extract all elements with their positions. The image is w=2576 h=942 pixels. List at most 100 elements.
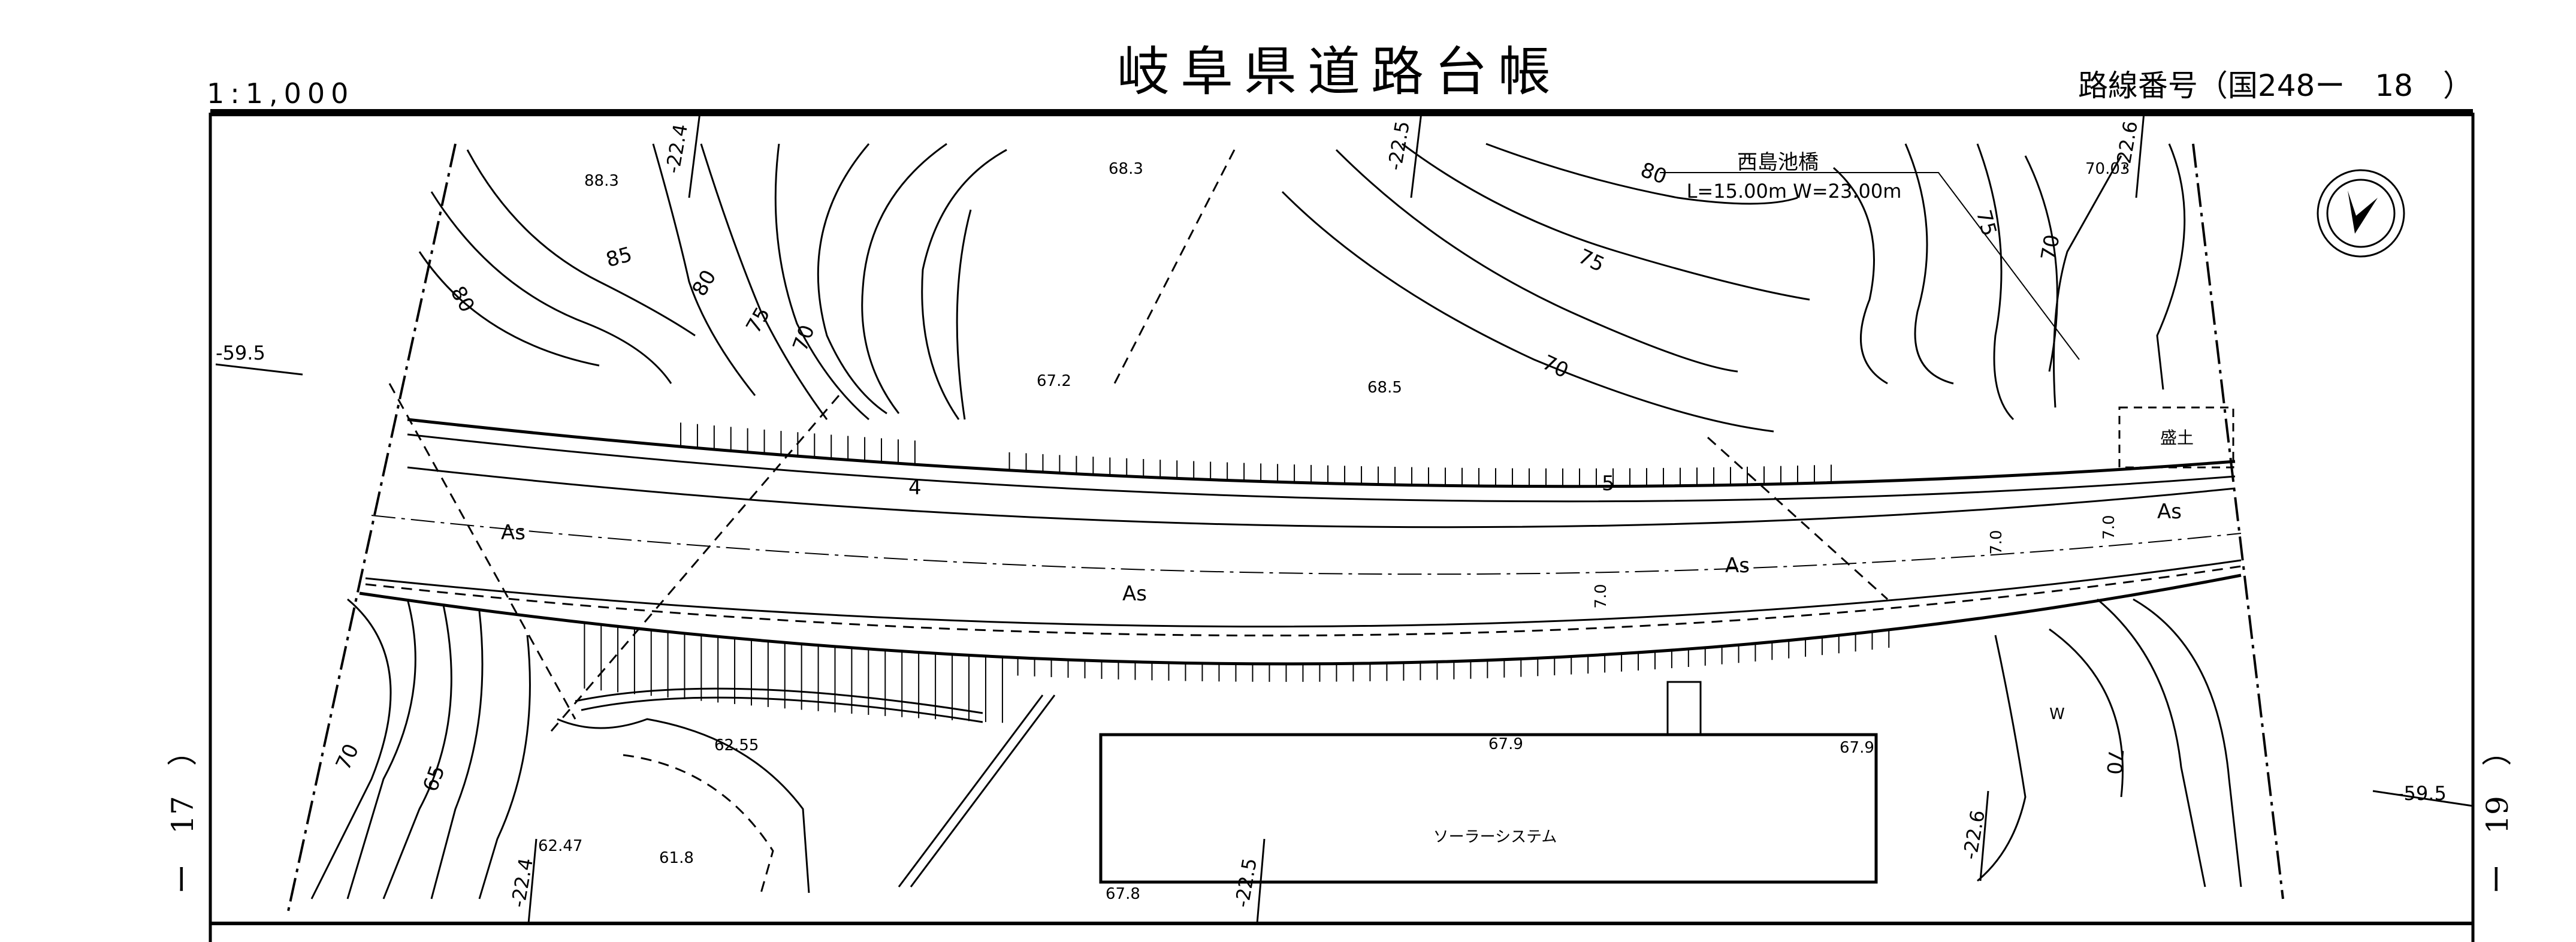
grid-label: -59.5 bbox=[216, 342, 265, 364]
bridge-name: 西島池橋 bbox=[1737, 150, 1819, 174]
road-lane-line bbox=[407, 466, 2236, 529]
elevation: 62.47 bbox=[538, 837, 582, 855]
grid-label: -22.5 bbox=[1230, 856, 1261, 909]
contour-line bbox=[1833, 167, 1888, 385]
north-arrow-icon bbox=[2317, 169, 2405, 258]
elevation: 61.8 bbox=[659, 849, 694, 867]
crossing-dashed-line bbox=[388, 383, 576, 720]
section-number: 5 bbox=[1602, 472, 1615, 496]
contour-line bbox=[1485, 143, 1798, 205]
contour-line bbox=[921, 149, 1007, 420]
contour-label: 70 bbox=[1539, 351, 1572, 384]
elevation: 88.3 bbox=[584, 172, 619, 190]
surface-label: As bbox=[1725, 554, 1750, 578]
road-centerline bbox=[371, 515, 2242, 575]
embankment-label: 盛土 bbox=[2160, 428, 2194, 448]
contour-line bbox=[2053, 155, 2122, 408]
contour-label: 80 bbox=[687, 266, 721, 300]
right-boundary-line bbox=[2192, 143, 2284, 899]
width-label: 7.0 bbox=[1592, 584, 1610, 608]
surface-label: As bbox=[501, 521, 526, 545]
contour-labels: 85 80 80 75 70 75 70 80 75 70 70 70 65 bbox=[331, 158, 2128, 795]
spot-elevations: 88.3 68.3 67.2 68.5 70.03 62.55 62.47 61… bbox=[538, 160, 2130, 903]
road-lower-lane-line bbox=[365, 559, 2242, 628]
road-bottom-edge bbox=[359, 573, 2242, 666]
map-title: 岐阜県道路台帳 bbox=[1117, 41, 1562, 102]
slope-hatching bbox=[584, 422, 1890, 723]
elevation: 67.9 bbox=[1840, 739, 1874, 757]
contour-line bbox=[1402, 143, 1810, 301]
prev-sheet-link[interactable]: ー 17 ） bbox=[165, 736, 200, 894]
contour-label: 75 bbox=[741, 303, 775, 337]
elevation: 68.3 bbox=[1109, 160, 1143, 178]
width-label: 7.0 bbox=[1988, 530, 2006, 554]
road-top-edge bbox=[407, 418, 2236, 488]
contour-label: 85 bbox=[603, 242, 635, 272]
solar-area-boundary bbox=[1099, 733, 1878, 884]
contour-line bbox=[774, 143, 869, 421]
channel bbox=[581, 696, 983, 723]
contour-line bbox=[310, 598, 392, 899]
contour-label: 70 bbox=[788, 322, 819, 354]
grid-label: -22.4 bbox=[661, 122, 692, 175]
contour-line bbox=[700, 143, 828, 420]
contour-line bbox=[430, 191, 672, 384]
embankment-box bbox=[2118, 406, 2234, 469]
pond-outline bbox=[557, 718, 810, 893]
contour-line bbox=[466, 149, 696, 337]
contour-label: 70 bbox=[331, 740, 364, 774]
ditch-line bbox=[898, 695, 1044, 887]
contour-line bbox=[478, 635, 531, 899]
contour-line bbox=[1976, 143, 2015, 421]
contour-label: 70 bbox=[2037, 233, 2065, 262]
contour-line bbox=[418, 251, 600, 367]
contour-line bbox=[2133, 598, 2242, 887]
contour-line bbox=[817, 143, 887, 415]
contour-line bbox=[2156, 143, 2186, 390]
next-sheet-link[interactable]: ー 19 ） bbox=[2480, 736, 2515, 894]
left-boundary-line bbox=[286, 143, 457, 914]
surface-label: As bbox=[2157, 500, 2182, 524]
contour-label: 70 bbox=[2101, 748, 2128, 776]
contour-label: 75 bbox=[1575, 244, 1608, 277]
contour-line bbox=[861, 143, 947, 414]
elevation: 68.5 bbox=[1367, 379, 1402, 397]
crossing-dashed-line bbox=[1707, 436, 1889, 600]
contour-line bbox=[346, 599, 416, 899]
pond-inner-dashed bbox=[623, 754, 774, 893]
contour-line bbox=[382, 605, 452, 899]
contours-upper-left bbox=[418, 143, 1007, 421]
bridge-dimensions: L=15.00m W=23.00m bbox=[1687, 180, 1902, 203]
section-number: 4 bbox=[908, 476, 922, 500]
solar-area-label: ソーラーシステム bbox=[1433, 828, 1557, 846]
road-lower-dashed bbox=[365, 565, 2242, 637]
contour-line bbox=[1977, 635, 2027, 882]
contours-upper-right bbox=[1281, 143, 2186, 433]
road-top-curb bbox=[407, 433, 2236, 503]
route-number: 路線番号（国248ー 18 ） bbox=[2078, 68, 2473, 103]
grid-labels: -59.5 -59.5 -22.4 -22.5 -22.6 -22.4 -22.… bbox=[215, 112, 2474, 924]
width-label: 7.0 bbox=[2100, 515, 2118, 539]
surface-label: As bbox=[1122, 582, 1147, 606]
grid-label: -22.5 bbox=[1383, 119, 1414, 172]
elevation: 67.2 bbox=[1037, 372, 1071, 390]
contour-line bbox=[430, 611, 484, 899]
w-mark: W bbox=[2049, 705, 2065, 723]
contour-label: 65 bbox=[418, 762, 449, 795]
elevation: 67.8 bbox=[1106, 885, 1140, 903]
contours-lower-right bbox=[1977, 598, 2242, 887]
channel bbox=[575, 687, 983, 714]
crossing-dashed-line bbox=[1113, 149, 1236, 384]
crossing-dashed-line bbox=[550, 395, 840, 732]
elevation: 67.9 bbox=[1488, 735, 1523, 753]
contour-line bbox=[1281, 191, 1774, 433]
contour-line bbox=[1904, 143, 1954, 385]
contour-label: 80 bbox=[1638, 158, 1670, 189]
contour-line bbox=[956, 209, 972, 420]
contours-lower-left bbox=[310, 598, 1056, 899]
road bbox=[359, 418, 2242, 723]
scale-label: 1:1,000 bbox=[207, 77, 354, 110]
contour-line bbox=[2097, 598, 2206, 887]
contour-line bbox=[1335, 149, 1738, 373]
contour-line bbox=[2024, 155, 2058, 372]
